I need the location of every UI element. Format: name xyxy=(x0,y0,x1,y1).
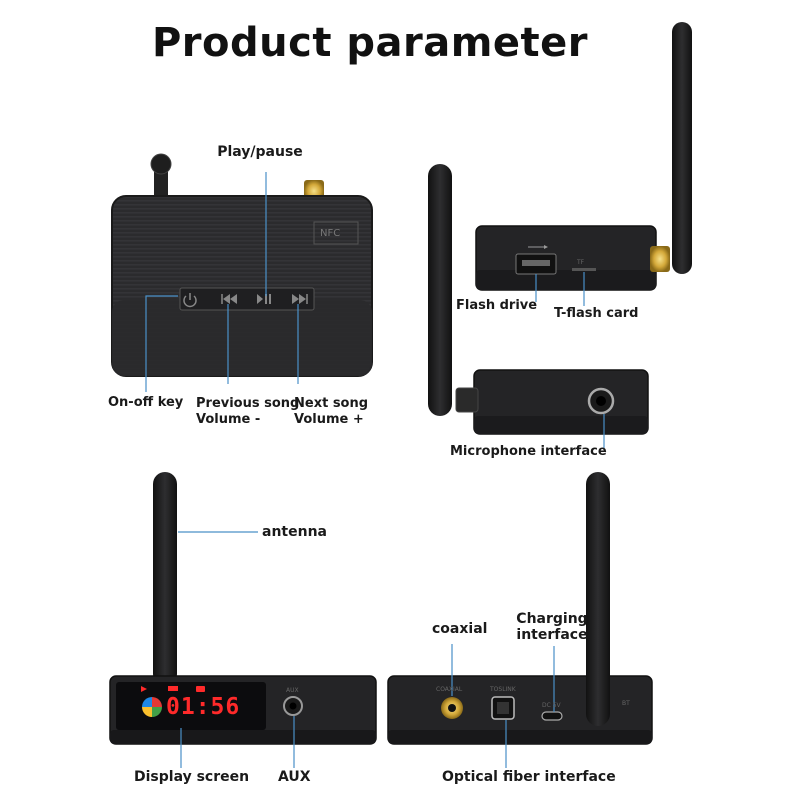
usb-icon xyxy=(528,245,548,249)
label-microphone-interface: Microphone interface xyxy=(450,444,607,459)
bt-marking: BT xyxy=(622,700,630,707)
skip-forward-icon xyxy=(292,294,308,304)
leader-lines-top-view xyxy=(145,172,299,392)
tf-slot xyxy=(572,268,596,271)
skip-back-icon xyxy=(221,294,237,304)
label-on-off-key: On-off key xyxy=(108,395,184,410)
label-t-flash-card: T-flash card xyxy=(554,306,639,321)
label-optical-fiber-interface: Optical fiber interface xyxy=(442,769,616,785)
antenna-base xyxy=(154,170,168,198)
leader-lines-side-view xyxy=(535,272,605,448)
label-antenna: antenna xyxy=(262,524,327,540)
power-icon xyxy=(183,293,197,308)
antenna-knob xyxy=(150,153,172,175)
top-view-device xyxy=(111,153,373,377)
nfc-marking: NFC xyxy=(320,228,341,239)
label-play-pause: Play/pause xyxy=(217,144,303,160)
label-coaxial: coaxial xyxy=(432,621,488,637)
page-title: Product parameter xyxy=(151,20,589,66)
label-previous-song: Previous song xyxy=(196,396,300,411)
nfc-label-box xyxy=(313,221,359,245)
play-pause-icon xyxy=(257,294,271,304)
side-view-mic xyxy=(455,369,649,435)
antenna-right xyxy=(672,22,692,274)
antenna-left xyxy=(428,164,452,416)
toslink-port-marking: TOSLINK xyxy=(490,686,516,693)
dc-port-marking: DC 5V xyxy=(542,702,561,709)
label-charging-interface-line1: Charging xyxy=(516,611,588,627)
back-view-device xyxy=(387,675,653,745)
label-charging-interface-line2: interface xyxy=(516,627,588,643)
label-display-screen: Display screen xyxy=(134,769,250,785)
side-view-usb xyxy=(475,225,670,291)
aux-port-marking: AUX xyxy=(286,687,299,694)
label-flash-drive: Flash drive xyxy=(456,298,538,313)
leader-lines-back-view xyxy=(451,644,555,768)
display-screen xyxy=(116,682,266,730)
front-view-device xyxy=(109,675,377,745)
label-volume-minus: Volume - xyxy=(196,412,261,427)
coaxial-port-marking: COAXIAL xyxy=(436,686,463,693)
label-volume-plus: Volume + xyxy=(294,412,364,427)
tf-marking: TF xyxy=(577,259,585,266)
mode-wheel-icon xyxy=(142,697,162,717)
leader-lines-front-view xyxy=(178,531,295,768)
antenna-back xyxy=(586,472,610,726)
display-time: 01:56 xyxy=(166,694,241,720)
button-bar xyxy=(179,287,315,311)
label-next-song: Next song xyxy=(294,396,369,411)
usb-c-port xyxy=(541,711,563,721)
label-aux: AUX xyxy=(278,769,311,785)
antenna-front xyxy=(153,472,177,686)
